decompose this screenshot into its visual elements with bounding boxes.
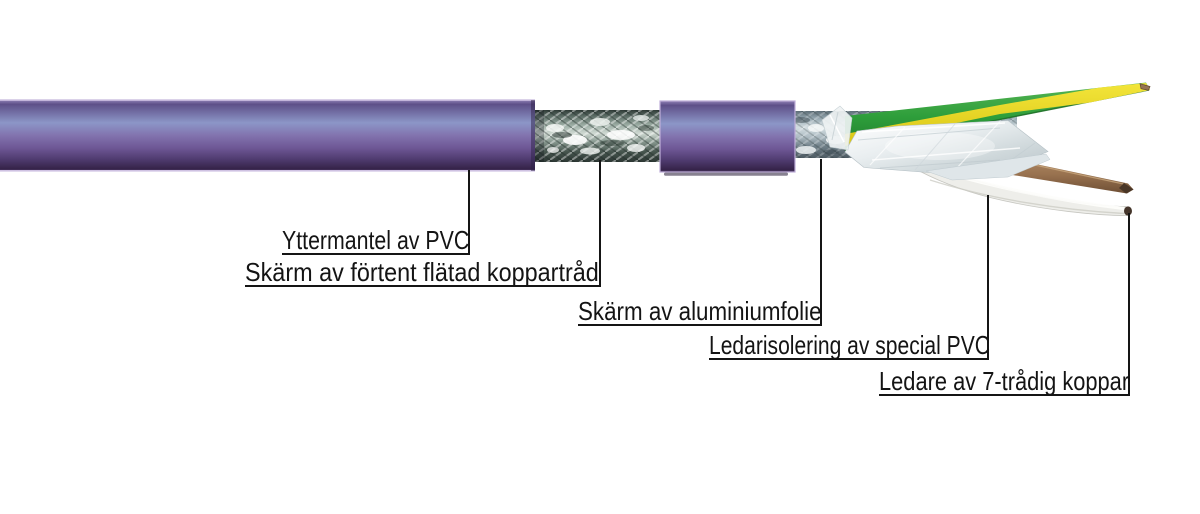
leader-line-foil-shield — [820, 159, 822, 326]
tinned-copper-braid-shield — [535, 110, 662, 162]
label-insulation-text: Ledarisolering av special PVC — [709, 330, 990, 360]
aluminium-foil — [821, 105, 1051, 181]
leader-line-braid-shield — [599, 160, 601, 287]
label-braid-shield-text: Skärm av förtent flätad koppartråd — [245, 257, 599, 287]
sheath-cut-face — [531, 100, 535, 171]
label-braid-shield: Skärm av förtent flätad koppartråd — [245, 254, 601, 287]
label-conductor-text: Ledare av 7-trådig koppar — [879, 366, 1130, 396]
copper-conductor-tip — [1124, 206, 1132, 216]
label-outer-sheath-text: Yttermantel av PVC — [282, 225, 470, 255]
outer-sheath — [0, 99, 535, 172]
label-outer-sheath: Yttermantel av PVC — [282, 222, 470, 255]
label-insulation: Ledarisolering av special PVC — [709, 327, 990, 360]
brown-wire-cut-face — [1119, 183, 1134, 194]
leader-line-conductor — [1128, 213, 1130, 396]
green-wire-cut-face — [1139, 83, 1151, 91]
label-conductor: Ledare av 7-trådig koppar — [879, 363, 1130, 396]
jacket-ring — [659, 100, 796, 176]
leader-line-outer-sheath — [468, 170, 470, 255]
leader-line-insulation — [987, 195, 989, 360]
label-foil-shield-text: Skärm av aluminiumfolie — [578, 296, 822, 326]
label-foil-shield: Skärm av aluminiumfolie — [578, 293, 822, 326]
